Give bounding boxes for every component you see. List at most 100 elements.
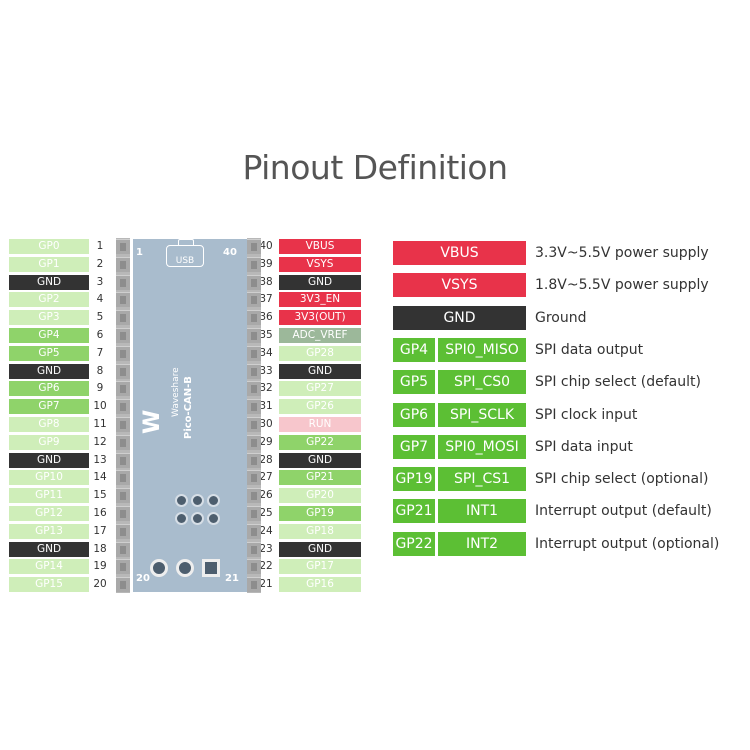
legend-pin: GP5 [393, 370, 435, 394]
header-pin [247, 257, 261, 272]
pin-number: 13 [93, 454, 107, 466]
pin-label: GP15 [9, 577, 89, 592]
legend-pin: GP6 [393, 403, 435, 427]
header-pin [247, 559, 261, 574]
pin-label: GP7 [9, 399, 89, 414]
pin-number: 9 [96, 382, 104, 394]
pin-label: GP22 [279, 435, 361, 450]
pin-label: GP2 [9, 292, 89, 307]
header-pin [247, 453, 261, 468]
header-pin [247, 275, 261, 290]
pin-label: GP19 [279, 506, 361, 521]
pin-number: 18 [93, 543, 107, 555]
legend-description: 1.8V~5.5V power supply [535, 277, 709, 293]
pin-label: GND [279, 364, 361, 379]
legend-description: SPI chip select (optional) [535, 471, 709, 487]
pin-number: 32 [259, 382, 273, 394]
pin-number: 20 [93, 578, 107, 590]
pin-number: 31 [259, 400, 273, 412]
pin-number: 38 [259, 276, 273, 288]
header-pin [116, 328, 130, 343]
header-pin [116, 257, 130, 272]
brand-text: Waveshare [171, 367, 181, 417]
pin-label: GP0 [9, 239, 89, 254]
pin-number: 23 [259, 543, 273, 555]
usb-port: USB [166, 239, 204, 267]
pin-number: 14 [93, 471, 107, 483]
pin-label: ADC_VREF [279, 328, 361, 343]
legend-function: VSYS [393, 273, 526, 297]
pin-number: 8 [96, 365, 104, 377]
page-title: Pinout Definition [242, 148, 508, 187]
legend-description: Interrupt output (default) [535, 503, 712, 519]
via-hole [191, 512, 204, 525]
legend-function: INT1 [438, 499, 526, 523]
pin-number: 16 [93, 507, 107, 519]
debug-pad [150, 559, 168, 577]
header-pin [116, 346, 130, 361]
legend-pin: GP19 [393, 467, 435, 491]
board-corner-label: 40 [223, 247, 237, 258]
pin-label: GP3 [9, 310, 89, 325]
pin-label: RUN [279, 417, 361, 432]
pin-label: GP16 [279, 577, 361, 592]
pin-number: 28 [259, 454, 273, 466]
header-pin [247, 310, 261, 325]
board-corner-label: 21 [225, 573, 239, 584]
legend-description: 3.3V~5.5V power supply [535, 245, 709, 261]
header-pin [247, 542, 261, 557]
header-pin [247, 524, 261, 539]
pin-label: GP28 [279, 346, 361, 361]
legend-function: INT2 [438, 532, 526, 556]
header-pin [116, 399, 130, 414]
legend-function: SPI0_MISO [438, 338, 526, 362]
pin-label: VSYS [279, 257, 361, 272]
pin-number: 29 [259, 436, 273, 448]
legend-function: SPI_CS0 [438, 370, 526, 394]
legend-pin: GP22 [393, 532, 435, 556]
pin-label: GP21 [279, 470, 361, 485]
via-hole [175, 494, 188, 507]
pin-label: GND [279, 275, 361, 290]
pin-label: GP27 [279, 381, 361, 396]
header-pin [247, 577, 261, 592]
header-pin [116, 542, 130, 557]
pin-number: 26 [259, 489, 273, 501]
via-hole [207, 494, 220, 507]
legend-pin: GP7 [393, 435, 435, 459]
pin-label: GP1 [9, 257, 89, 272]
legend-function: SPI_SCLK [438, 403, 526, 427]
header-pin [247, 328, 261, 343]
header-pin [247, 292, 261, 307]
pin-label: GND [9, 542, 89, 557]
pin-label: GP13 [9, 524, 89, 539]
pin-label: GND [279, 542, 361, 557]
pin-label: GND [9, 453, 89, 468]
legend-description: SPI data input [535, 439, 633, 455]
pin-label: GP18 [279, 524, 361, 539]
pin-label: GND [9, 364, 89, 379]
header-pin [116, 435, 130, 450]
pin-label: 3V3(OUT) [279, 310, 361, 325]
pin-label: GP20 [279, 488, 361, 503]
pin-label: 3V3_EN [279, 292, 361, 307]
pin-label: VBUS [279, 239, 361, 254]
pin-number: 5 [96, 311, 104, 323]
model-text: Pico-CAN-B [183, 376, 194, 439]
header-pin [247, 381, 261, 396]
via-hole [191, 494, 204, 507]
pin-label: GND [279, 453, 361, 468]
header-pin [116, 506, 130, 521]
pin-number: 17 [93, 525, 107, 537]
header-pin [247, 435, 261, 450]
pin-number: 11 [93, 418, 107, 430]
pin-number: 10 [93, 400, 107, 412]
pin-number: 35 [259, 329, 273, 341]
pin-number: 15 [93, 489, 107, 501]
right-pin-header [247, 238, 261, 593]
legend-pin: GP21 [393, 499, 435, 523]
pin-number: 24 [259, 525, 273, 537]
pin-label: GP11 [9, 488, 89, 503]
header-pin [116, 364, 130, 379]
pin-number: 19 [93, 560, 107, 572]
